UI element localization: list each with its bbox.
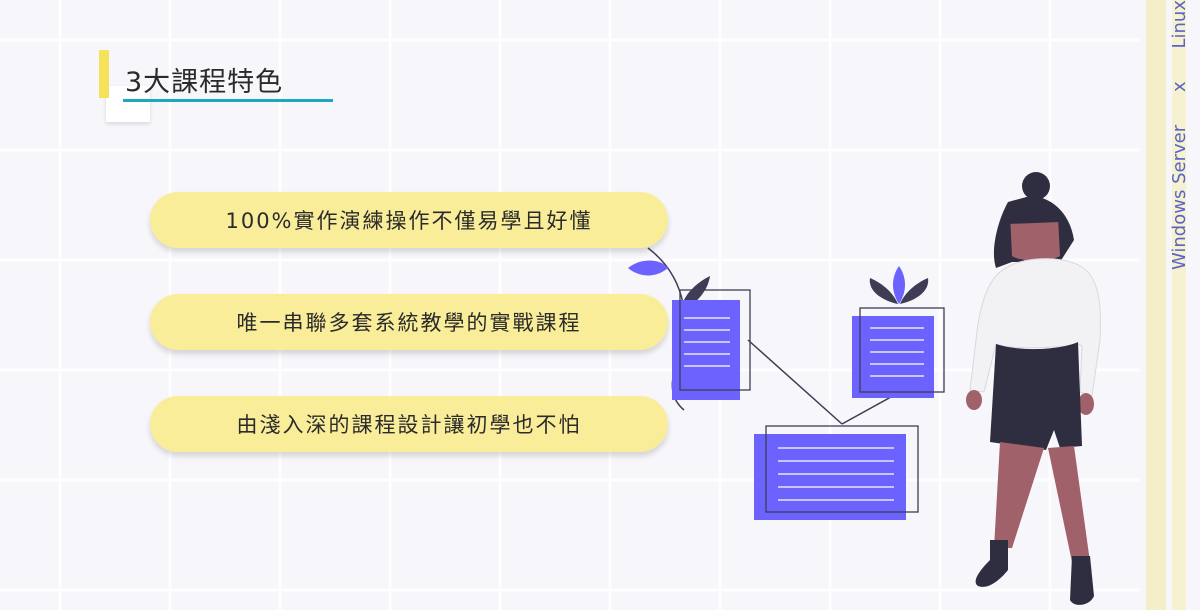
feature-text-2: 唯一串聯多套系統教學的實戰課程 (236, 311, 582, 335)
page-title: 3大課程特色 (125, 67, 284, 98)
woman-figure-icon (966, 172, 1101, 605)
side-title: Windows Server x Linux (1164, 0, 1194, 270)
side-title-x: x (1168, 81, 1190, 93)
plant-icon (869, 266, 929, 304)
feature-text-3: 由淺入深的課程設計讓初學也不怕 (236, 413, 582, 437)
title-accent-bar (99, 50, 109, 98)
side-stripe-secondary (1172, 0, 1186, 610)
feature-pill-1: 100%實作演練操作不僅易學且好懂 (150, 192, 668, 248)
title-decor-box (106, 86, 150, 122)
feature-pill-3: 由淺入深的課程設計讓初學也不怕 (150, 396, 668, 452)
side-title-linux: Linux (1168, 0, 1190, 49)
side-title-windows: Windows Server (1168, 124, 1190, 270)
title-block: 3大課程特色 (99, 48, 339, 128)
feature-pill-2: 唯一串聯多套系統教學的實戰課程 (150, 294, 668, 350)
document-icon (852, 307, 945, 398)
illustration (628, 172, 1101, 605)
side-stripe (1146, 0, 1166, 610)
title-underline (123, 99, 333, 102)
document-icon (754, 425, 919, 520)
document-icon (672, 289, 751, 400)
feature-text-1: 100%實作演練操作不僅易學且好懂 (225, 209, 593, 233)
